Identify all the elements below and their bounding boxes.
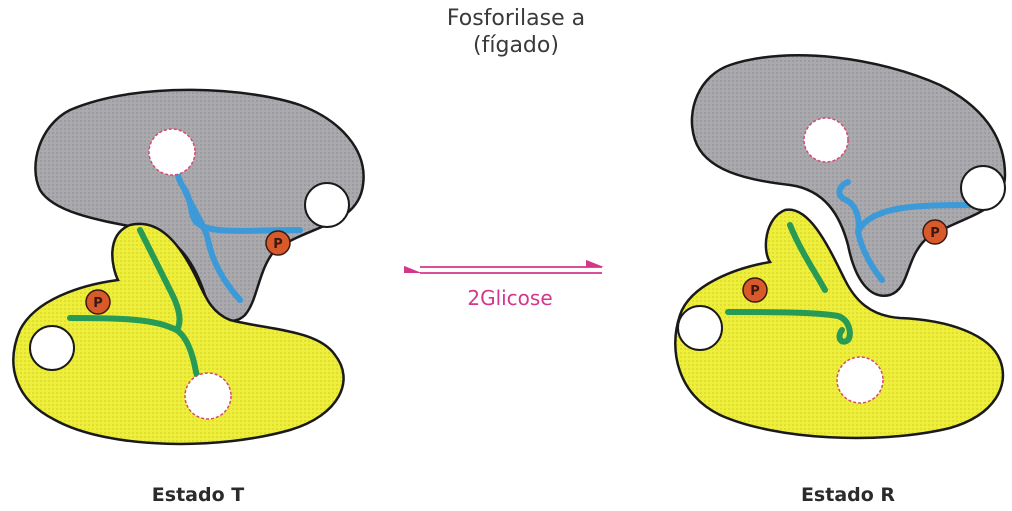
r-gray-phosphate: P — [923, 220, 947, 244]
r-gray-subunit — [692, 55, 1005, 295]
phosphate-label: P — [930, 226, 940, 241]
t-yellow-nucleotide-site — [30, 326, 74, 370]
t-gray-active-site — [149, 129, 195, 175]
phosphate-label: P — [750, 284, 760, 299]
phosphate-label: P — [93, 296, 103, 311]
r-yellow-subunit — [675, 210, 1003, 438]
effector-label: 2Glicose — [400, 286, 620, 310]
t-state-label: Estado T — [98, 484, 298, 506]
t-yellow-phosphate: P — [86, 290, 110, 314]
r-gray-active-site — [804, 118, 848, 162]
t-state-enzyme: P P — [13, 90, 363, 444]
t-gray-nucleotide-site — [305, 183, 349, 227]
r-state-enzyme: P P — [675, 55, 1005, 438]
t-gray-phosphate: P — [266, 231, 290, 255]
r-state-label: Estado R — [748, 484, 948, 506]
phosphate-label: P — [273, 237, 283, 252]
r-yellow-phosphate: P — [743, 278, 767, 302]
equilibrium-arrows — [420, 267, 602, 273]
r-gray-nucleotide-site — [961, 166, 1005, 210]
r-yellow-nucleotide-site — [678, 306, 722, 350]
t-yellow-active-site — [185, 373, 231, 419]
r-yellow-active-site — [837, 357, 883, 403]
